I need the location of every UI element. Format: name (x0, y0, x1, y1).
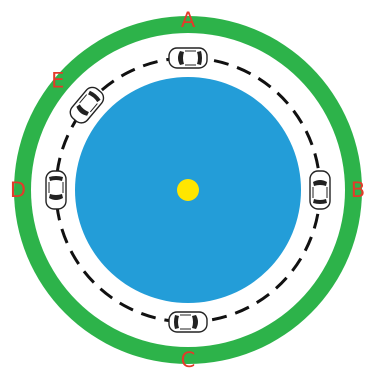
position-label-a: A (181, 8, 196, 32)
position-label-d: D (10, 178, 26, 202)
position-label-e: E (51, 69, 64, 93)
car-d (46, 171, 66, 209)
car-b (310, 171, 330, 209)
position-label-c: C (181, 348, 196, 372)
center-point (177, 179, 199, 201)
car-a (169, 48, 207, 68)
position-label-b: B (351, 178, 365, 202)
car-c (169, 312, 207, 332)
